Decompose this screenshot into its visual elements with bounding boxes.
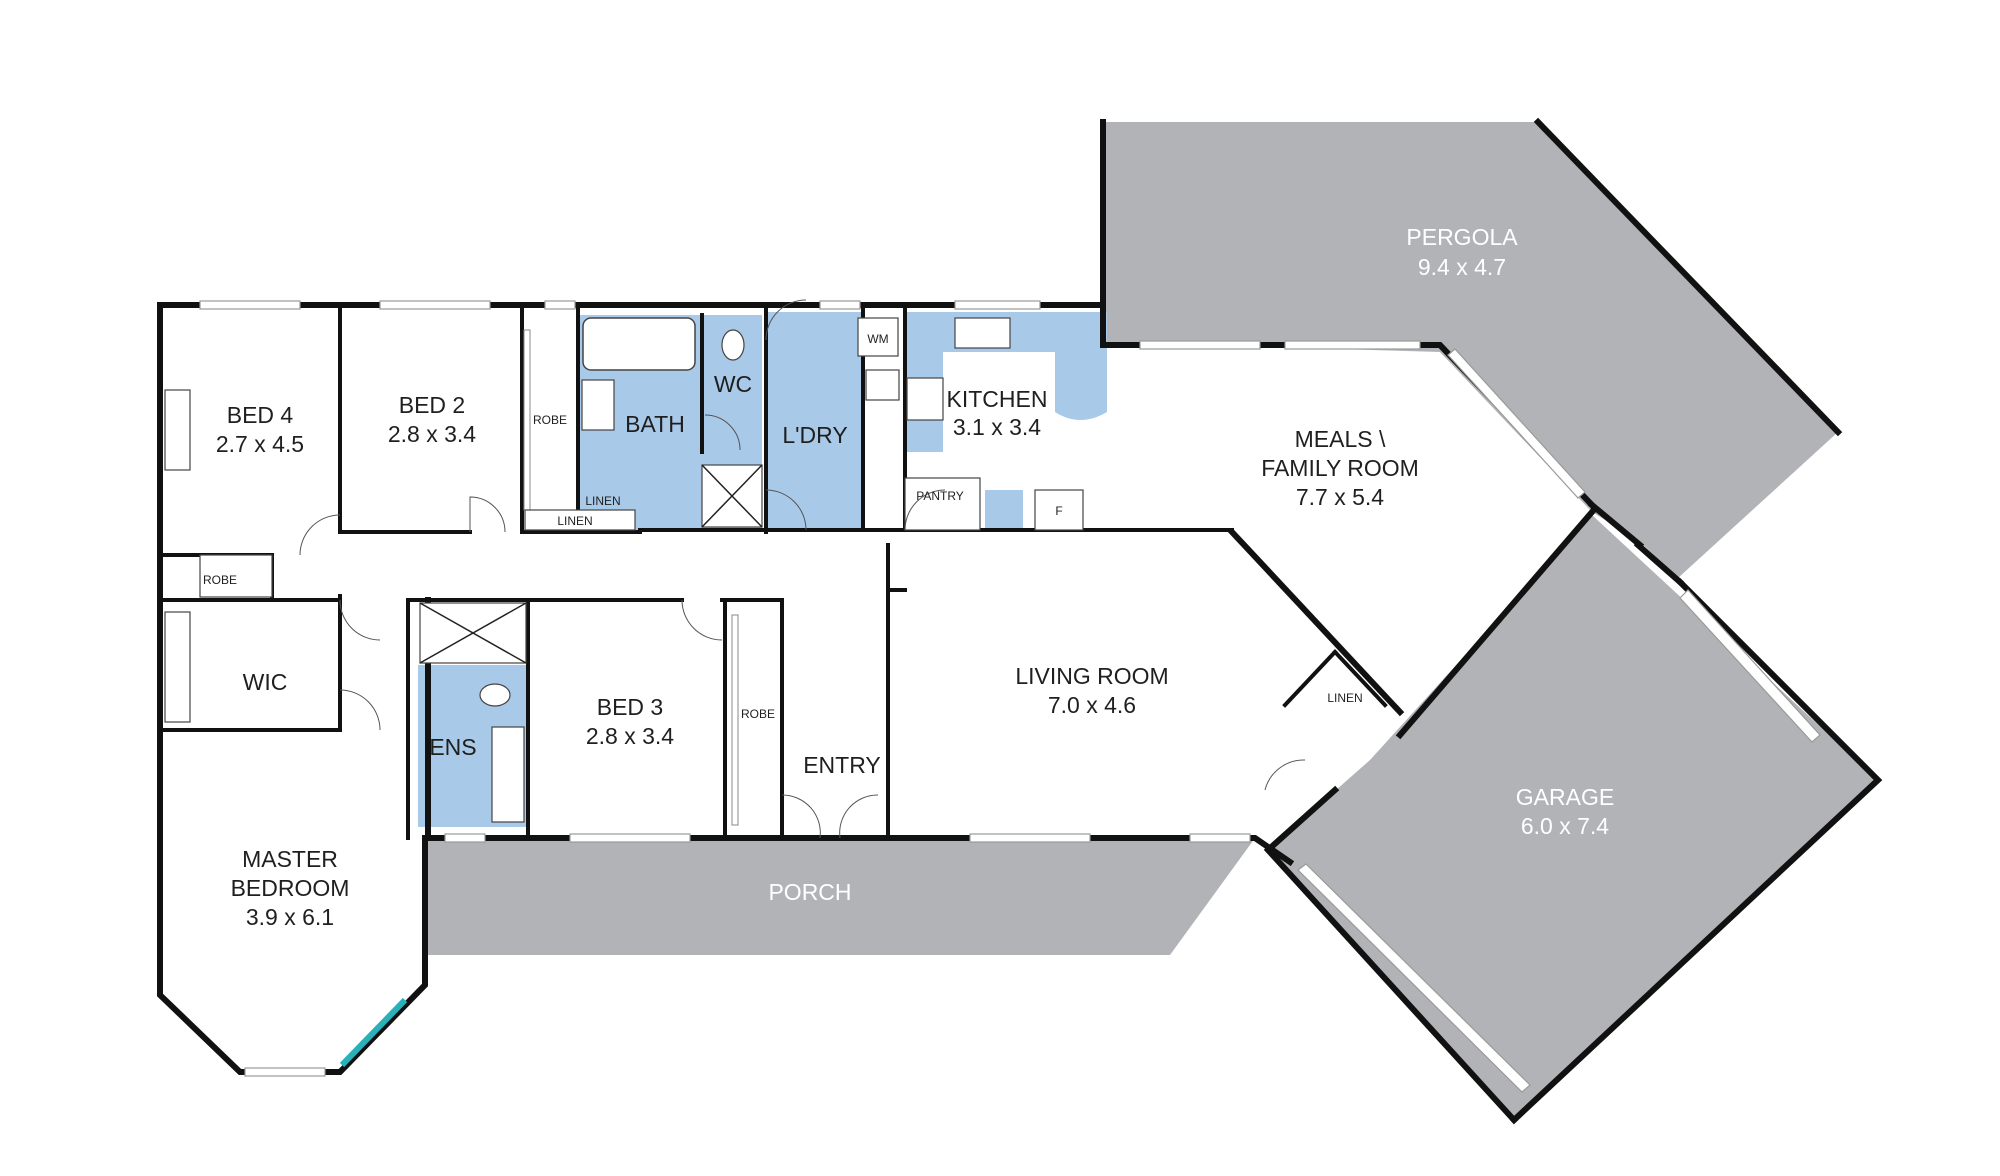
wc-toilet xyxy=(721,329,745,361)
pergola-area xyxy=(1103,122,1838,578)
laundry-label: L'DRY xyxy=(782,422,847,448)
master-label-line2: BEDROOM xyxy=(231,875,350,901)
fridge-label: F xyxy=(1055,504,1062,518)
bathtub xyxy=(582,317,696,371)
kitchen-pantry xyxy=(904,477,981,531)
laundry-washing-machine xyxy=(857,317,899,357)
meals-label-line1: MEALS \ xyxy=(1295,426,1386,452)
kitchen-size: 3.1 x 3.4 xyxy=(953,414,1041,440)
windows xyxy=(199,300,1821,1093)
bed4-label: BED 4 xyxy=(227,402,294,428)
garage-label: GARAGE xyxy=(1516,784,1614,810)
bed4-robe xyxy=(164,389,191,471)
bed2-label: BED 2 xyxy=(399,392,465,418)
master-size: 3.9 x 6.1 xyxy=(246,904,334,930)
meals-label-line2: FAMILY ROOM xyxy=(1261,455,1419,481)
living-label: LIVING ROOM xyxy=(1015,663,1168,689)
master-label-line1: MASTER xyxy=(242,846,338,872)
fixtures xyxy=(164,317,1084,826)
pantry-label: PANTRY xyxy=(916,489,964,503)
hall-linen-label: LINEN xyxy=(557,514,592,528)
pergola-label: PERGOLA xyxy=(1406,224,1518,250)
wm-label: WM xyxy=(867,332,888,346)
bath-linen-label: LINEN xyxy=(585,494,620,508)
bed4-size: 2.7 x 4.5 xyxy=(216,431,304,457)
pergola-size: 9.4 x 4.7 xyxy=(1418,254,1506,280)
bath-vanity xyxy=(581,379,615,431)
entry-label: ENTRY xyxy=(803,752,881,778)
bed3-size: 2.8 x 3.4 xyxy=(586,723,674,749)
laundry-floor xyxy=(768,312,863,532)
living-size: 7.0 x 4.6 xyxy=(1048,692,1136,718)
bed3-robe-rail xyxy=(731,614,739,826)
wic-shelf xyxy=(164,611,191,723)
fridge-space xyxy=(1034,489,1084,531)
garage-area xyxy=(1268,515,1878,1120)
bed2-robe-rail xyxy=(523,329,531,511)
ensuite-toilet xyxy=(479,683,511,707)
bed2-robe-label: ROBE xyxy=(533,413,567,427)
porch-label: PORCH xyxy=(768,879,851,905)
wc-label: WC xyxy=(714,371,752,397)
meals-size: 7.7 x 5.4 xyxy=(1296,484,1384,510)
bed3-label: BED 3 xyxy=(597,694,663,720)
bed2-size: 2.8 x 3.4 xyxy=(388,421,476,447)
bed3-robe-label: ROBE xyxy=(741,707,775,721)
kitchen-bench-island xyxy=(985,490,1023,530)
bath-label: BATH xyxy=(625,411,685,437)
garage-size: 6.0 x 7.4 xyxy=(1521,813,1609,839)
wic-label: WIC xyxy=(243,669,288,695)
hall-linen xyxy=(524,509,636,531)
laundry-tub xyxy=(865,369,900,401)
master-robe xyxy=(199,554,273,598)
kitchen-label: KITCHEN xyxy=(947,386,1048,412)
living-linen-label: LINEN xyxy=(1327,691,1362,705)
kitchen-bench-corner xyxy=(1055,312,1107,420)
ens-label: ENS xyxy=(429,734,476,760)
kitchen-sink xyxy=(954,317,1011,349)
ensuite-vanity xyxy=(491,726,525,823)
porch-area xyxy=(428,838,1255,955)
kitchen-cooktop xyxy=(906,377,944,421)
doors xyxy=(299,299,1306,839)
bed4-robe-label: ROBE xyxy=(203,573,237,587)
